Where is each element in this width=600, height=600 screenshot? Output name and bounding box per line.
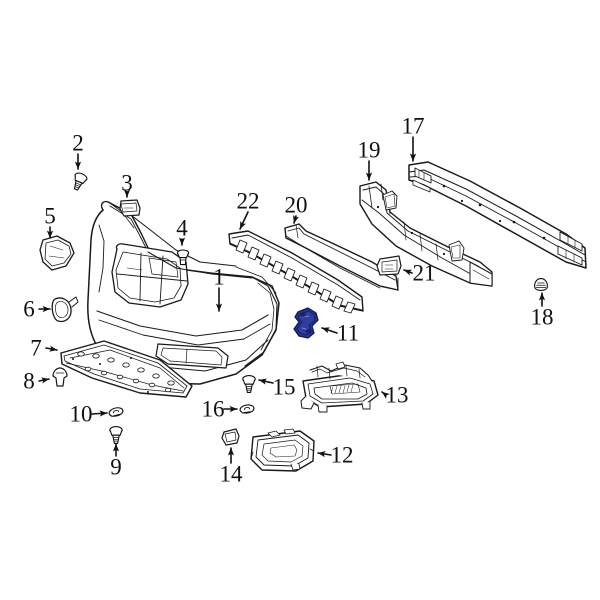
callout-label-20[interactable]: 20 (284, 192, 308, 218)
part-nut-16 (238, 403, 256, 415)
callout-label-7[interactable]: 7 (30, 335, 42, 361)
callout-label-21[interactable]: 21 (412, 260, 436, 286)
callout-label-14[interactable]: 14 (219, 461, 243, 487)
callout-label-17[interactable]: 17 (401, 113, 425, 139)
callout-label-5[interactable]: 5 (44, 203, 56, 229)
part-bolt-9 (109, 426, 123, 444)
part-upper-filler-20 (284, 223, 399, 291)
callout-label-12[interactable]: 12 (330, 442, 354, 468)
callout-label-11[interactable]: 11 (336, 320, 360, 346)
callout-label-16[interactable]: 16 (201, 396, 225, 422)
part-clip-retainer-14 (221, 428, 240, 446)
callout-label-3[interactable]: 3 (121, 170, 133, 196)
callout-label-8[interactable]: 8 (23, 368, 35, 394)
part-grommet-8 (52, 367, 68, 387)
part-tow-hook-cover-6 (51, 296, 79, 323)
callout-label-9[interactable]: 9 (110, 454, 122, 480)
part-side-retainer-bracket-11-highlighted (293, 307, 319, 339)
callout-label-1[interactable]: 1 (213, 264, 225, 290)
callout-leaders (38, 136, 546, 464)
part-reinforcement-beam-17 (408, 161, 587, 269)
part-fog-light-bezel-12 (250, 428, 315, 472)
part-screw-15 (242, 375, 256, 393)
part-left-bracket-5 (39, 235, 75, 271)
callout-label-6[interactable]: 6 (23, 296, 35, 322)
callout-label-22[interactable]: 22 (236, 188, 260, 214)
part-washer-10 (107, 405, 125, 419)
part-energy-absorber-19 (359, 181, 493, 287)
callout-label-4[interactable]: 4 (176, 215, 188, 241)
part-front-bumper-cover (87, 200, 280, 385)
callout-label-10[interactable]: 10 (69, 401, 93, 427)
callout-label-2[interactable]: 2 (72, 130, 84, 156)
callout-label-13[interactable]: 13 (385, 382, 409, 408)
part-small-bracket-21 (376, 255, 402, 276)
callout-label-15[interactable]: 15 (272, 374, 296, 400)
part-retainer-clip-3 (119, 199, 141, 217)
part-bolt-2 (69, 170, 89, 193)
callout-label-18[interactable]: 18 (530, 304, 554, 330)
part-air-guide-22 (228, 230, 364, 314)
part-splash-shield-7 (60, 340, 193, 398)
part-fog-light-13 (300, 361, 379, 413)
callout-label-19[interactable]: 19 (357, 137, 381, 163)
part-grommet-plug-18 (534, 278, 548, 291)
